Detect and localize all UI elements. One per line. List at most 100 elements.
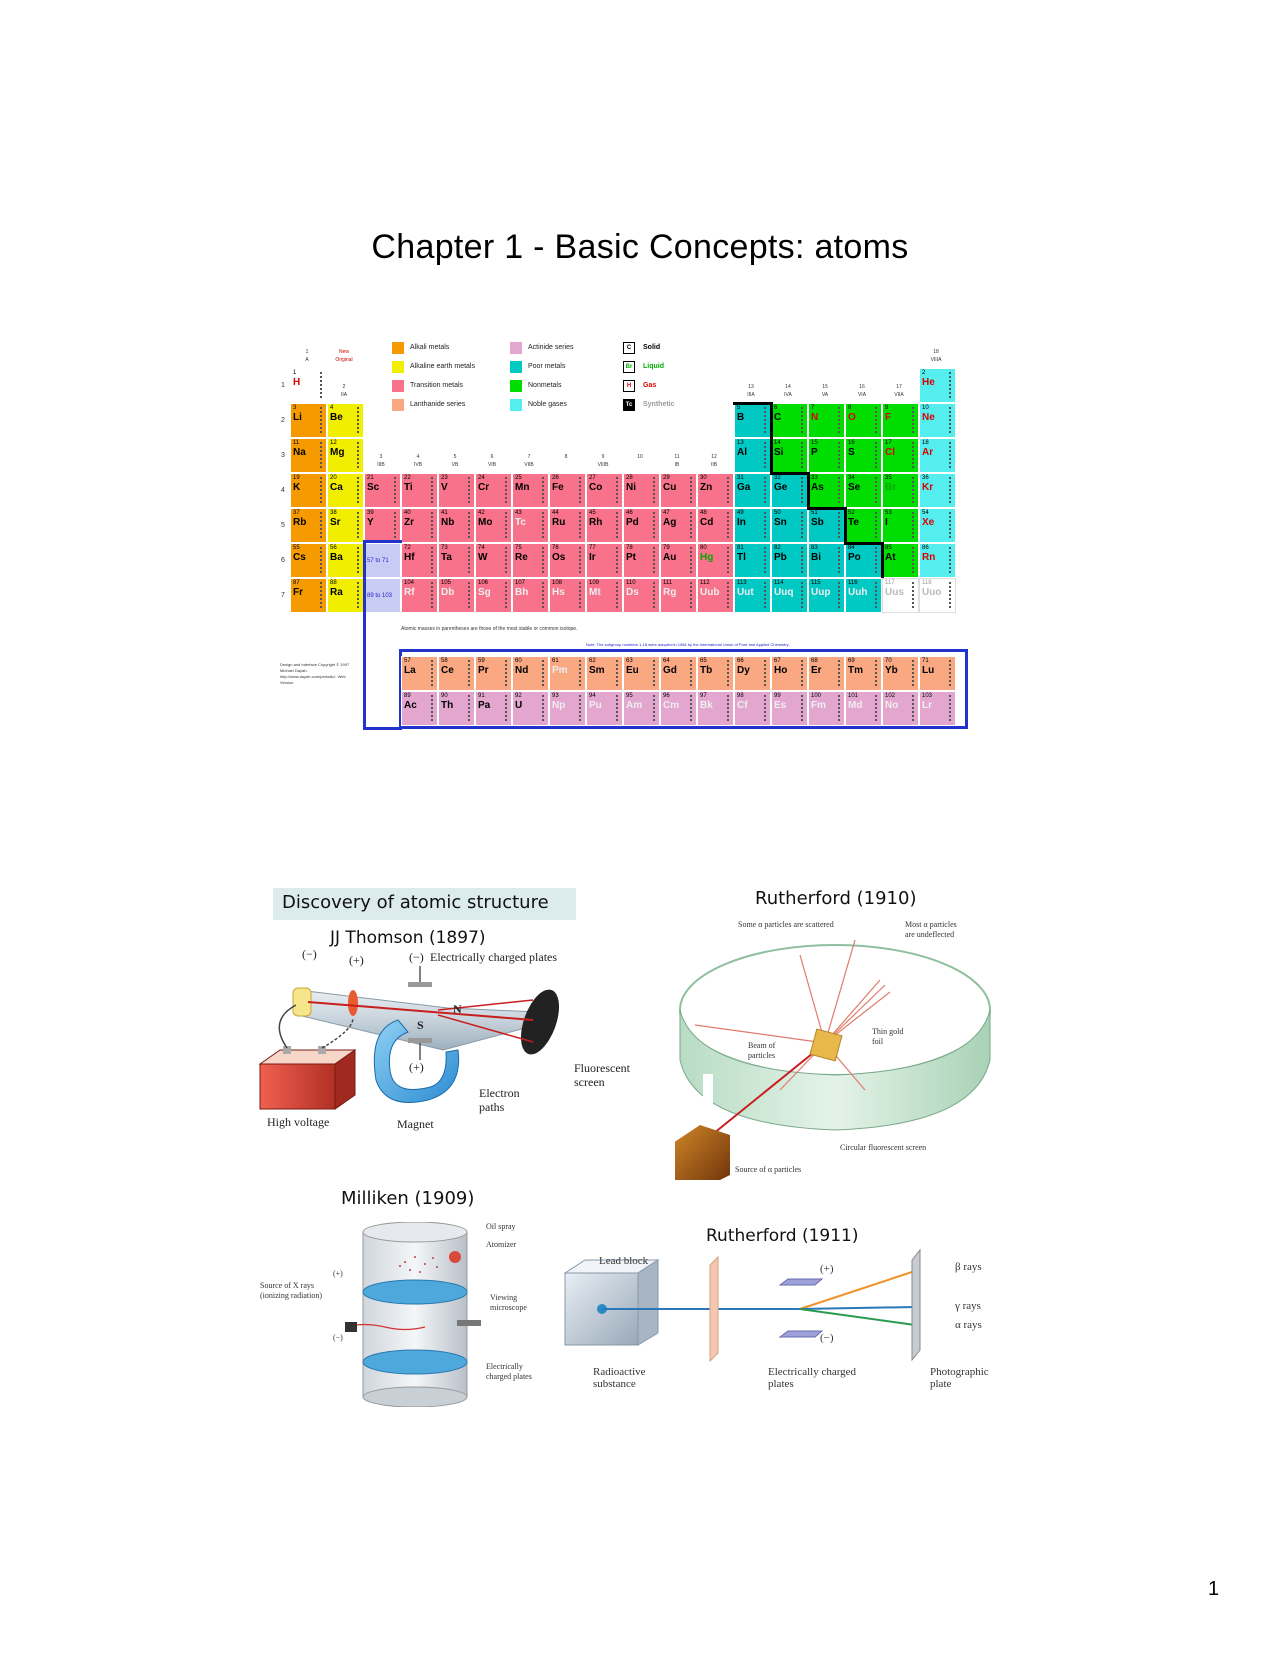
thomson-n-pole: N: [453, 1002, 462, 1016]
electron-shells: [764, 477, 768, 503]
atomic-number: 112: [700, 580, 710, 586]
element-symbol: Th: [441, 700, 454, 711]
atomic-number: 80: [700, 545, 707, 551]
element-symbol: Ca: [330, 482, 343, 493]
electron-shells: [949, 695, 953, 721]
element-symbol: Ti: [404, 482, 413, 493]
element-symbol: V: [441, 482, 448, 493]
atomic-number: 89: [404, 693, 411, 699]
electron-shells: [912, 407, 916, 433]
electron-shells: [690, 512, 694, 538]
element-symbol: Mg: [330, 447, 345, 458]
atomic-mass-note: Atomic masses in parentheses are those o…: [401, 626, 578, 632]
electron-shells: [505, 547, 509, 573]
element-symbol: Re: [515, 552, 528, 563]
state-swatch-liquid: Br: [623, 361, 635, 373]
atomic-number: 40: [404, 510, 411, 516]
element-symbol: He: [922, 377, 935, 388]
element-symbol: Pu: [589, 700, 602, 711]
element-symbol: Md: [848, 700, 863, 711]
atomic-number: 9: [885, 405, 889, 411]
f-block-connector: [363, 540, 402, 730]
electron-shells: [616, 660, 620, 686]
atomic-number: 91: [478, 693, 485, 699]
milliken-viewing: Viewing microscope: [490, 1293, 527, 1312]
element-symbol: Ac: [404, 700, 417, 711]
atomic-number: 92: [515, 693, 522, 699]
element-symbol: Es: [774, 700, 787, 711]
state-label-synthetic: Synthetic: [643, 401, 675, 408]
atomic-number: 30: [700, 475, 707, 481]
atomic-number: 10: [922, 405, 929, 411]
atomic-number: 57: [404, 658, 411, 664]
milliken-oil-drop-diagram: [345, 1222, 481, 1407]
milliken-oil: Oil spray: [486, 1222, 516, 1231]
group-label-g7: 7 VIIB: [524, 454, 534, 468]
state-label-solid: Solid: [643, 344, 661, 351]
milliken-xrays: Source of X rays (ionizing radiation): [260, 1281, 322, 1300]
electron-shells: [505, 477, 509, 503]
group-label-g16: 16 VIA: [857, 384, 867, 398]
element-symbol: Rh: [589, 517, 603, 528]
electron-shells: [616, 695, 620, 721]
electron-shells: [764, 660, 768, 686]
atomic-number: 45: [589, 510, 596, 516]
state-label-liquid: Liquid: [643, 363, 664, 370]
element-symbol: At: [885, 552, 896, 563]
electron-shells: [727, 582, 731, 608]
period-label: 2: [281, 417, 285, 424]
electron-shells: [579, 512, 583, 538]
atomic-number: 94: [589, 693, 596, 699]
element-symbol: Rn: [922, 552, 936, 563]
element-symbol: W: [478, 552, 488, 563]
thomson-minus-plate: (−): [409, 950, 424, 964]
atomic-number: 23: [441, 475, 448, 481]
electron-shells: [616, 547, 620, 573]
atomic-number: 104: [404, 580, 415, 586]
electron-shells: [801, 442, 805, 468]
rutherford1910-screen: Circular fluorescent screen: [840, 1143, 927, 1152]
element-symbol: Sm: [589, 665, 605, 676]
electron-shells: [394, 477, 398, 503]
legend-swatch-noble: [510, 399, 522, 411]
atomic-number: 7: [811, 405, 815, 411]
atomic-number: 43: [515, 510, 522, 516]
element-symbol: U: [515, 700, 523, 711]
atomic-number: 60: [515, 658, 522, 664]
element-symbol: Am: [626, 700, 643, 711]
electron-shells: [801, 477, 805, 503]
element-symbol: Ar: [922, 447, 934, 458]
atomic-number: 114: [774, 580, 784, 586]
electron-shells: [949, 442, 953, 468]
rutherford1911-title: Rutherford (1911): [706, 1226, 859, 1246]
electron-shells: [912, 442, 916, 468]
rutherford1910-foil: Thin gold foil: [872, 1027, 904, 1046]
electron-shells: [320, 477, 324, 503]
rutherford1911-minus: (−): [820, 1332, 834, 1344]
rutherford1911-plus: (+): [820, 1263, 834, 1275]
electron-shells: [579, 477, 583, 503]
rutherford1911-alpha: α rays: [955, 1319, 982, 1331]
state-swatch-synthetic: Tc: [623, 399, 635, 411]
